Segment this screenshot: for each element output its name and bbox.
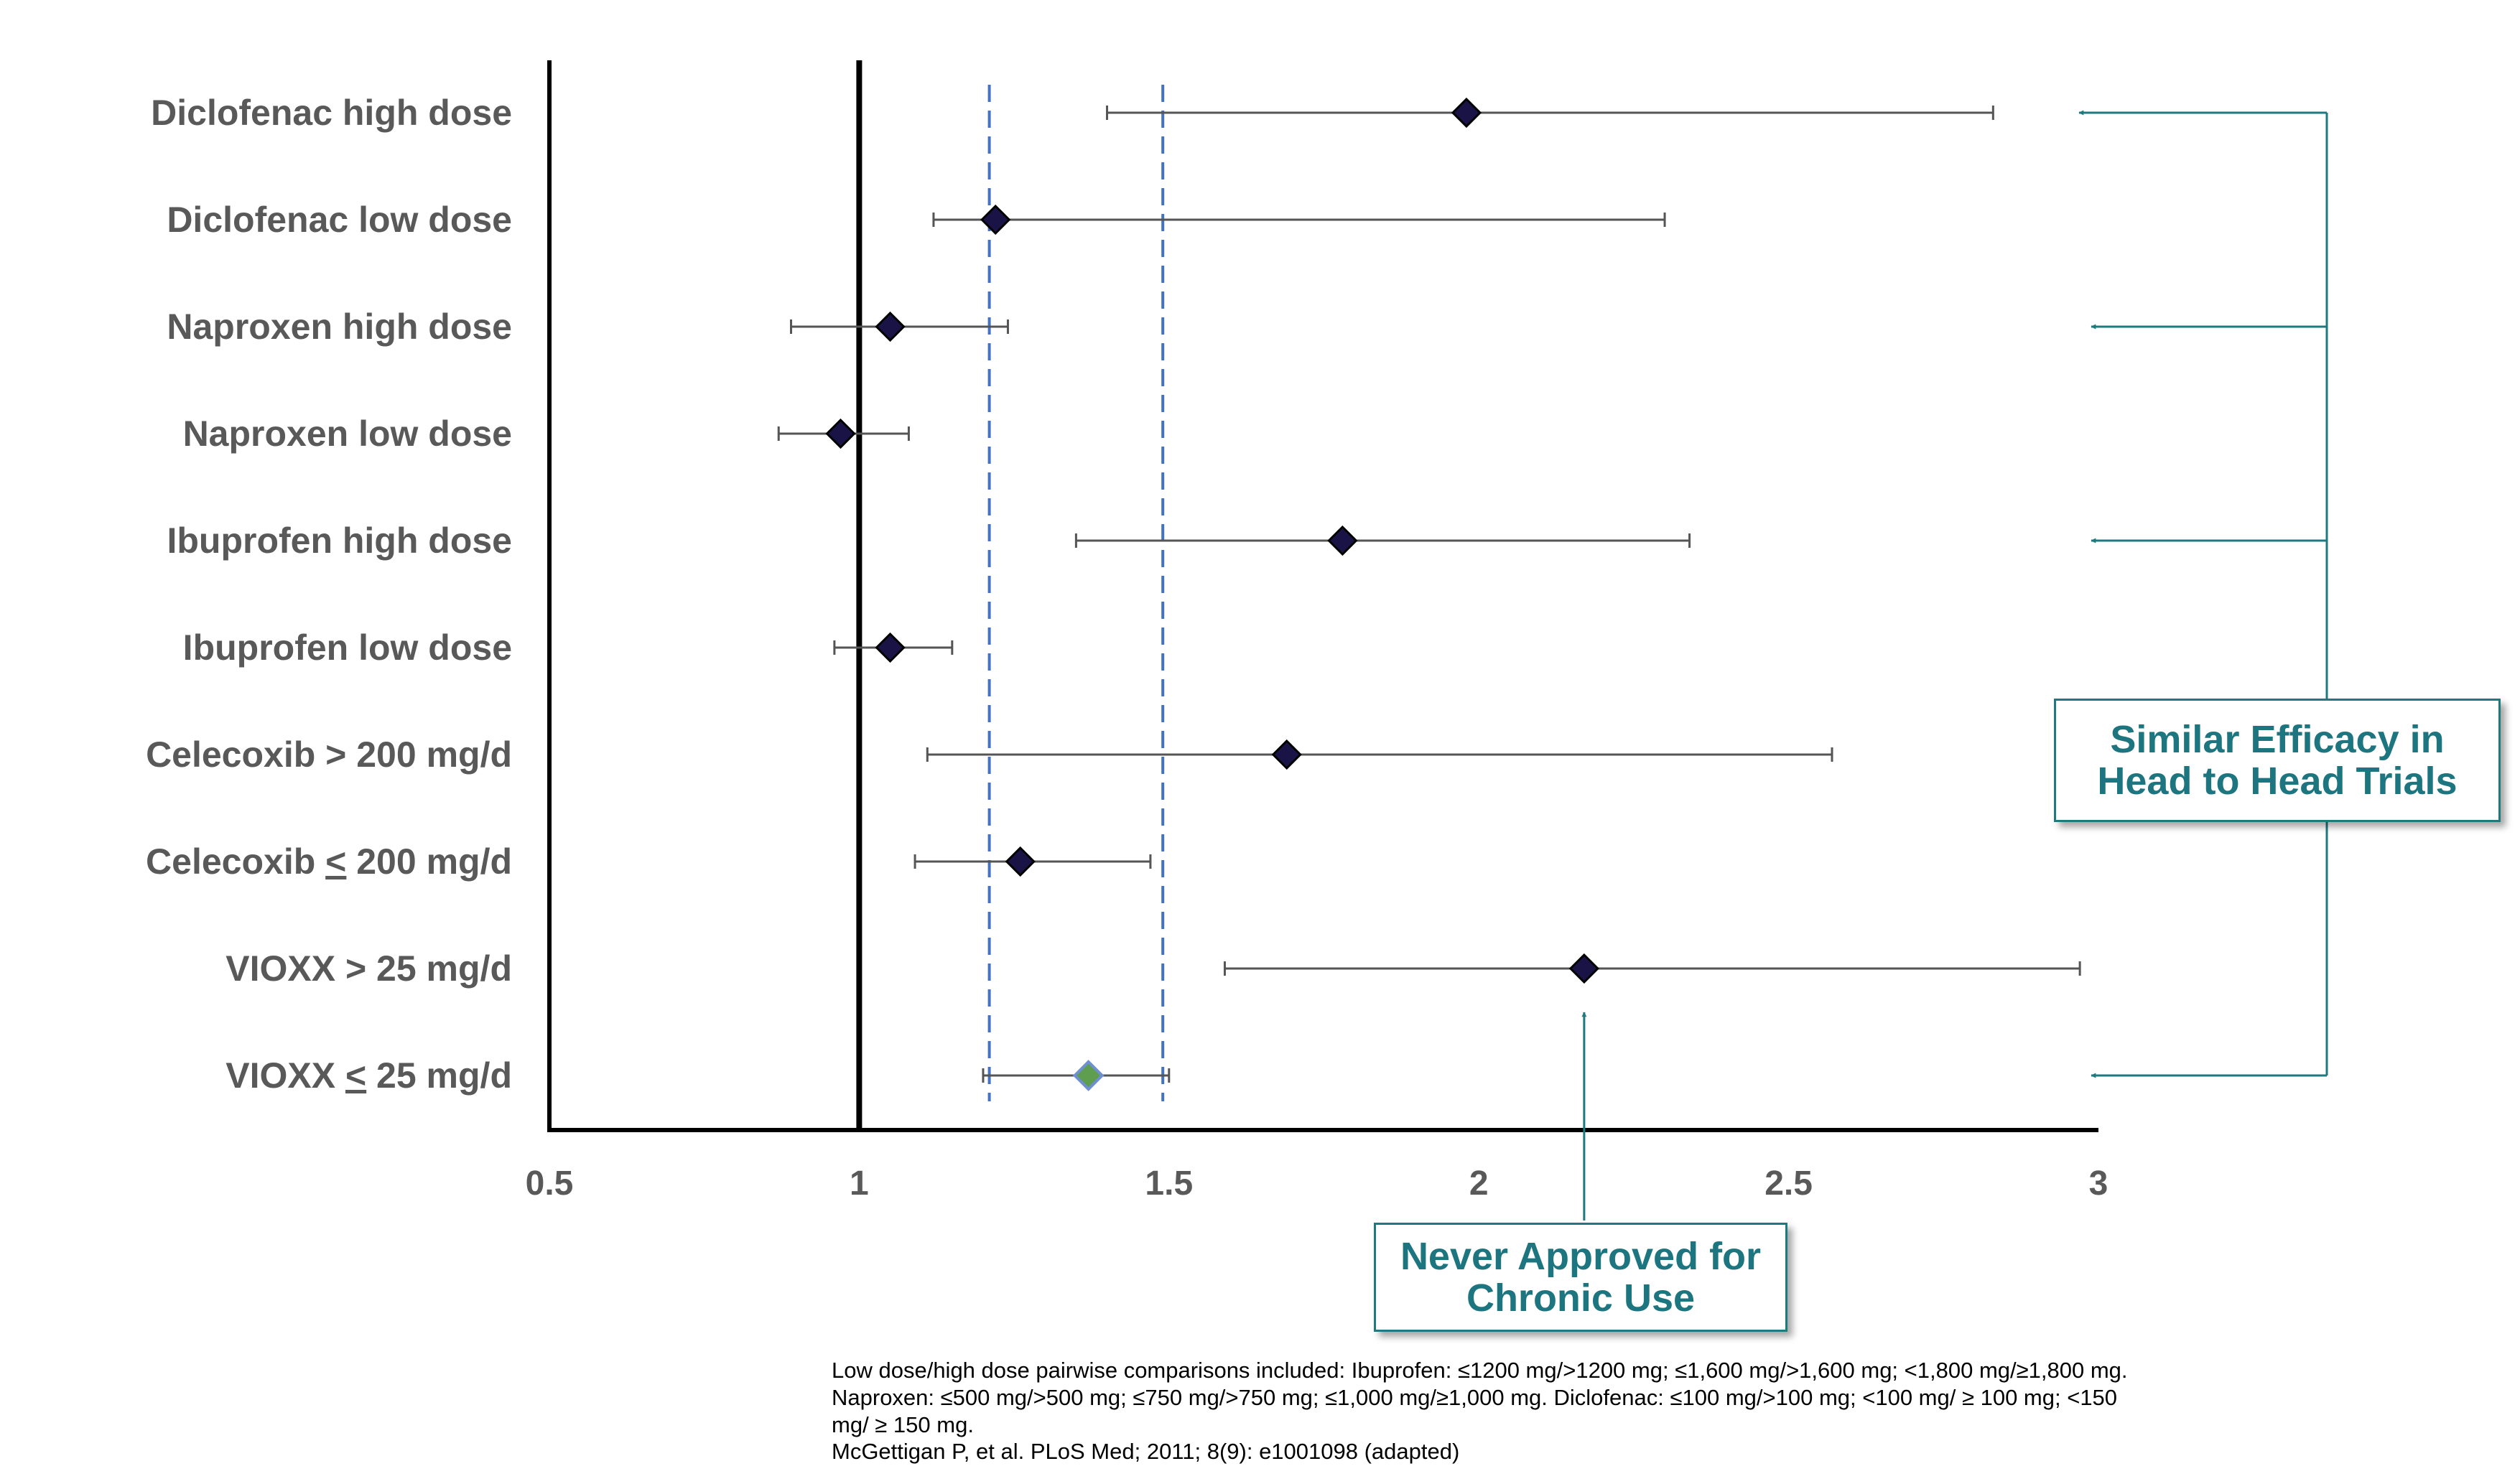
x-tick-label: 3	[2089, 1165, 2108, 1203]
estimate-marker	[825, 418, 856, 449]
footnote-line: Low dose/high dose pairwise comparisons …	[832, 1358, 2128, 1383]
x-tick-label: 2.5	[1765, 1165, 1813, 1203]
category-label-part: Ibuprofen low dose	[183, 627, 512, 668]
category-label-part: Ibuprofen high dose	[167, 521, 512, 561]
category-label-part: Diclofenac low dose	[167, 200, 512, 240]
category-label: VIOXX < 25 mg/d	[226, 1055, 512, 1096]
category-label-part: VIOXX > 25 mg/d	[226, 948, 512, 989]
category-label-part: <	[325, 841, 346, 882]
category-label-part: Naproxen low dose	[183, 414, 512, 454]
category-label: Diclofenac low dose	[167, 200, 512, 240]
category-label: Diclofenac high dose	[151, 93, 512, 133]
category-label-part: Celecoxib	[146, 841, 325, 882]
x-tick-label: 1	[850, 1165, 869, 1203]
category-label: Naproxen high dose	[167, 307, 512, 347]
x-tick-label: 1.5	[1145, 1165, 1193, 1203]
category-label: Ibuprofen high dose	[167, 521, 512, 561]
category-label-part: Diclofenac high dose	[151, 93, 512, 133]
footnote-line: Naproxen: ≤500 mg/>500 mg; ≤750 mg/>750 …	[832, 1384, 2118, 1410]
category-label-part: <	[345, 1055, 366, 1096]
category-label: Celecoxib < 200 mg/d	[146, 841, 512, 882]
estimate-marker	[1568, 953, 1599, 984]
category-label: VIOXX > 25 mg/d	[226, 948, 512, 989]
x-tick-label: 2	[1469, 1165, 1489, 1203]
never-approved-callout: Never Approved for Chronic Use	[1374, 1223, 1787, 1332]
estimate-marker	[1072, 1060, 1105, 1091]
category-label-part: 200 mg/d	[346, 841, 512, 882]
estimate-marker	[875, 311, 906, 342]
estimate-marker	[1451, 97, 1482, 129]
category-label-part: Naproxen high dose	[167, 307, 512, 347]
footnote-line: mg/ ≥ 150 mg.	[832, 1411, 974, 1437]
category-label-part: VIOXX	[226, 1055, 345, 1096]
footnote-citation: McGettigan P, et al. PLoS Med; 2011; 8(9…	[832, 1439, 1460, 1465]
similar-efficacy-callout: Similar Efficacy in Head to Head Trials	[2054, 699, 2501, 822]
estimate-marker	[875, 632, 906, 663]
never-approved-text: Never Approved for Chronic Use	[1400, 1234, 1762, 1320]
category-label: Naproxen low dose	[183, 414, 512, 454]
estimate-marker	[1005, 846, 1036, 877]
footnote: Low dose/high dose pairwise comparisons …	[832, 1357, 2275, 1465]
category-label-part: 25 mg/d	[366, 1055, 512, 1096]
category-label-part: Celecoxib > 200 mg/d	[146, 734, 512, 775]
estimate-marker	[1271, 739, 1302, 770]
category-label: Ibuprofen low dose	[183, 627, 512, 668]
estimate-marker	[980, 204, 1011, 235]
similar-efficacy-text: Similar Efficacy in Head to Head Trials	[2097, 717, 2458, 803]
category-label: Celecoxib > 200 mg/d	[146, 734, 512, 775]
x-tick-label: 0.5	[526, 1165, 574, 1203]
estimate-marker	[1327, 525, 1358, 556]
callout-arrows	[1581, 110, 2328, 1221]
